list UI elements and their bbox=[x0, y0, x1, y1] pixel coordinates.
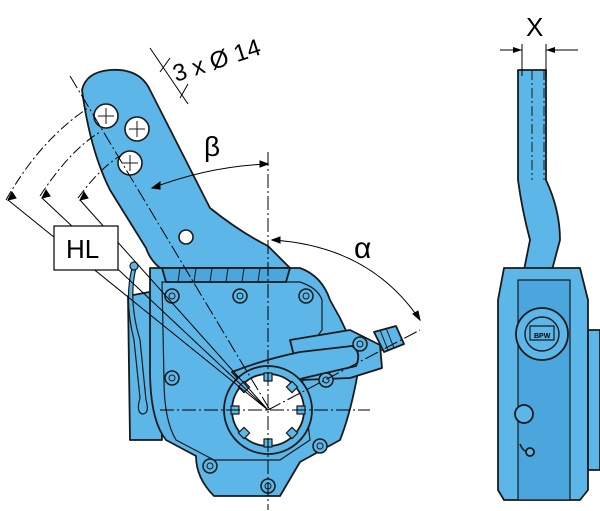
cotter-pin bbox=[127, 267, 148, 415]
side-view bbox=[497, 44, 600, 501]
bpw-logo-text: BPW bbox=[534, 333, 551, 340]
bolt bbox=[298, 288, 314, 304]
front-view bbox=[81, 68, 405, 497]
bolt bbox=[232, 288, 248, 304]
bolt bbox=[312, 438, 328, 454]
holes-dimension-label: 3 x Ø 14 bbox=[170, 34, 265, 88]
cover-plate bbox=[161, 281, 323, 461]
alpha-label: α bbox=[354, 232, 371, 265]
small-hole bbox=[178, 229, 194, 245]
bolt bbox=[352, 336, 368, 352]
hl-label: HL bbox=[66, 234, 99, 264]
hl-label-box bbox=[53, 225, 119, 271]
x-dimension-label: X bbox=[526, 12, 543, 42]
bolt bbox=[164, 288, 180, 304]
rack-teeth bbox=[177, 267, 261, 283]
bolt bbox=[202, 458, 218, 474]
bolt bbox=[164, 370, 180, 386]
side-lever bbox=[517, 69, 561, 271]
bolt bbox=[318, 372, 334, 388]
beta-label: β bbox=[204, 131, 220, 162]
side-nut bbox=[514, 404, 534, 424]
